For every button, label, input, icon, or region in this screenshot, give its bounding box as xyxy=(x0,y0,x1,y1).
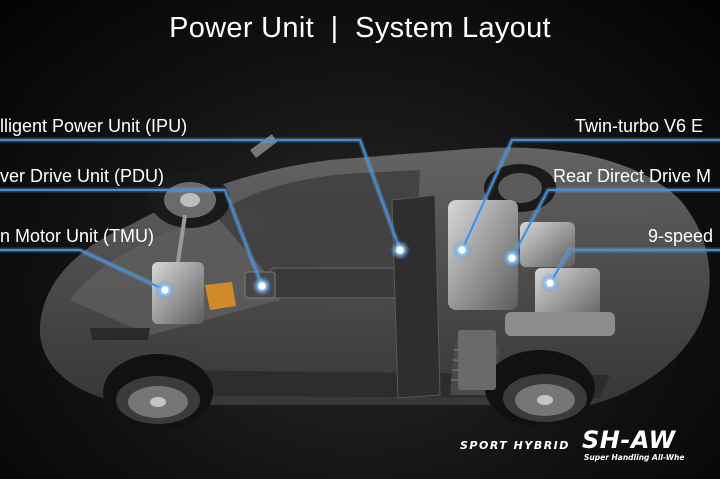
slide-title: Power Unit | System Layout xyxy=(169,12,551,44)
callout-label-tmu: n Motor Unit (TMU) xyxy=(0,226,155,246)
callout-line-rddm xyxy=(509,187,720,261)
sh-awd-tagline: Super Handling All-Whe xyxy=(584,453,685,462)
callout-line-ipu xyxy=(0,137,403,253)
rear-left-wheel xyxy=(485,350,595,426)
windshield xyxy=(215,170,420,295)
callout-line-engine xyxy=(459,137,720,253)
callout-dots xyxy=(155,240,560,300)
ipu-panel xyxy=(391,194,441,399)
callout-label-dct: 9-speed xyxy=(648,226,714,246)
sport-hybrid-text: SPORT HYBRID xyxy=(460,439,570,452)
sh-awd-text: SH-AW xyxy=(582,426,676,454)
callout-dot-dct xyxy=(540,273,560,293)
callout-label-pdu: ver Drive Unit (PDU) xyxy=(0,166,165,186)
callout-dot-engine xyxy=(452,240,472,260)
callout-dot-rddm xyxy=(502,248,522,268)
callout-dot-pdu xyxy=(252,276,272,296)
callout-label-engine: Twin-turbo V6 E xyxy=(575,116,704,136)
callout-lines xyxy=(0,137,720,293)
front-bumper-vent xyxy=(90,328,150,340)
v6-engine xyxy=(448,200,518,310)
callout-label-rddm: Rear Direct Drive M xyxy=(553,166,712,186)
callout-dot-tmu xyxy=(155,280,175,300)
callout-line-tmu xyxy=(0,247,168,293)
callout-label-ipu: lligent Power Unit (IPU) xyxy=(0,116,188,136)
rear-drive-motor xyxy=(520,222,575,267)
front-drive-shaft xyxy=(176,214,187,263)
callout-line-pdu xyxy=(0,187,265,289)
callout-dot-ipu xyxy=(390,240,410,260)
front-left-wheel xyxy=(103,354,213,430)
front-motor-cooling xyxy=(205,282,236,310)
exhaust-system xyxy=(505,312,615,336)
callout-line-dct xyxy=(547,247,720,286)
sport-hybrid-logo: SPORT HYBRID SH-AW Super Handling All-Wh… xyxy=(460,426,684,462)
front-motor-unit xyxy=(152,262,204,324)
intercooler xyxy=(458,330,496,390)
